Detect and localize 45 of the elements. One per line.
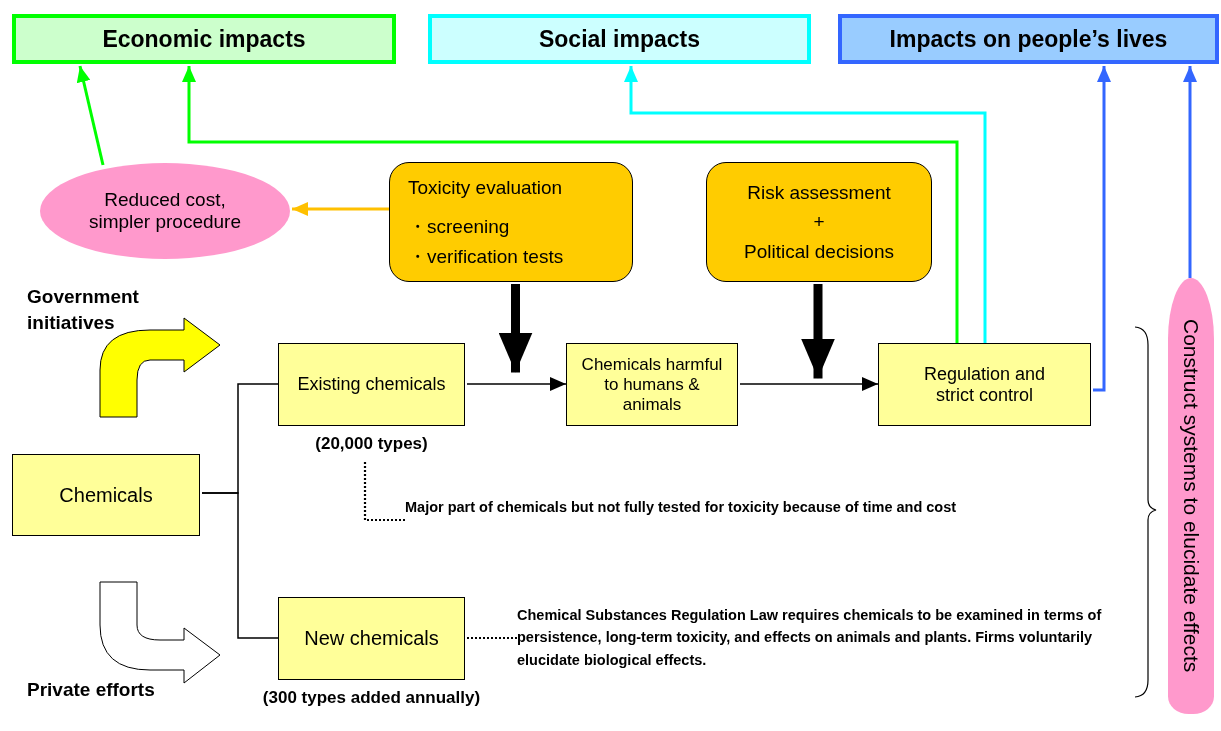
arrow	[76, 65, 105, 166]
count-caption: (300 types added annually)	[262, 688, 481, 708]
process-box	[566, 343, 738, 426]
leader-line	[363, 462, 405, 522]
arrow	[801, 284, 835, 379]
node-label: Construct systems to elucidate effects	[1179, 319, 1203, 673]
impact-box	[12, 14, 396, 64]
list-item-text: Political decisions	[744, 239, 894, 264]
side-label: Private efforts	[27, 678, 156, 702]
arrow	[1183, 66, 1197, 278]
process-box	[878, 343, 1091, 426]
node-label: Chemicals harmful to humans & animals	[580, 354, 724, 415]
node-label: Impacts on people’s lives	[889, 25, 1168, 53]
list-item-text: ・screening	[408, 215, 510, 240]
node-label: Risk assessment	[747, 180, 891, 205]
node-label: Toxicity evaluation	[408, 175, 563, 200]
process-box	[12, 454, 200, 536]
arrow	[498, 284, 533, 373]
node-label: Reduced cost, simpler procedure	[87, 189, 243, 233]
node-label: New chemicals	[304, 627, 439, 650]
side-label: Government initiatives	[27, 285, 140, 335]
note-text: Major part of chemicals but not fully tested for toxicity because of time and cost	[405, 496, 983, 544]
arrow	[182, 66, 959, 343]
connector-line	[201, 492, 279, 639]
leader-line	[467, 636, 517, 640]
list-item-text: +	[813, 210, 825, 235]
node-label: Chemicals	[59, 483, 153, 507]
count-caption: (20,000 types)	[315, 434, 428, 454]
process-box	[706, 162, 932, 282]
list-item-text: ・verification tests	[408, 244, 564, 269]
arrow	[1093, 66, 1111, 392]
impact-box	[428, 14, 811, 64]
node-label: Economic impacts	[102, 25, 306, 53]
node-label: Social impacts	[538, 25, 701, 53]
node-label: Existing chemicals	[297, 374, 446, 395]
arrow	[624, 66, 987, 343]
arrow	[466, 377, 567, 391]
note-text: Chemical Substances Regulation Law requires chemicals to be examined in terms of persistence, long-term toxicity, and effects on animals and plants. Firms voluntarily elucidate biological effects.	[517, 604, 1107, 676]
process-box	[278, 597, 465, 680]
impact-box	[838, 14, 1219, 64]
arrow	[739, 377, 879, 391]
node-label: Regulation and strict control	[922, 363, 1047, 406]
arrow	[292, 202, 389, 216]
process-box	[389, 162, 633, 282]
process-box	[278, 343, 465, 426]
